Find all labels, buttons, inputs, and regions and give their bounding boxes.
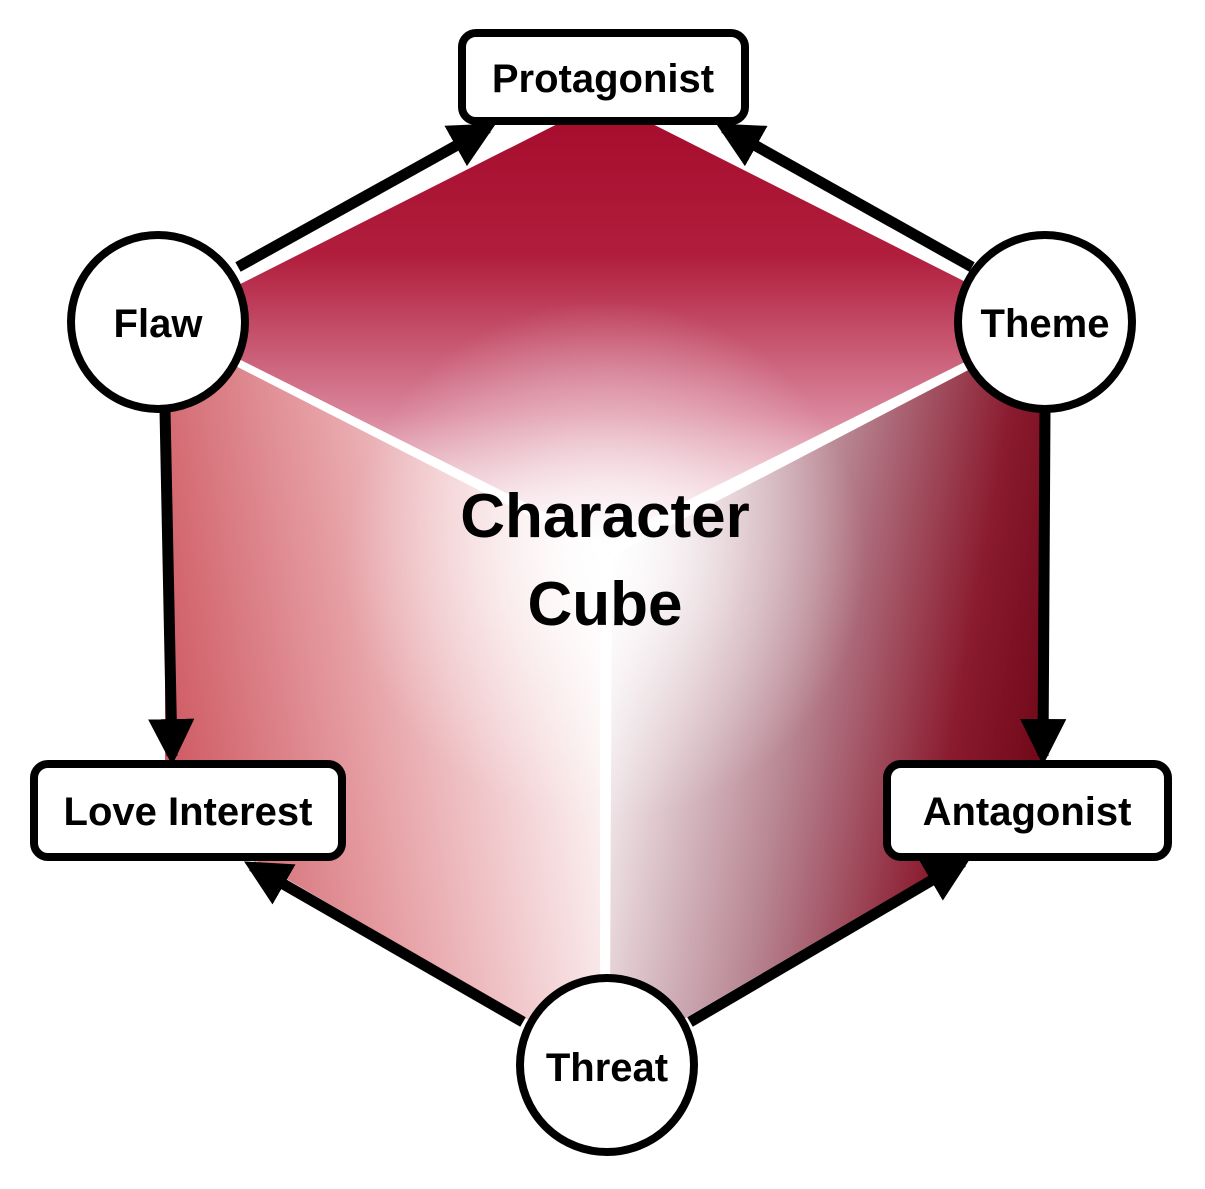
node-love-interest: Love Interest [30, 760, 346, 861]
connectors [148, 123, 1067, 1027]
arrow-flaw-to-love-interest [148, 409, 195, 766]
arrow-threat-to-love-interest [243, 861, 526, 1027]
cube [165, 100, 1045, 1065]
node-antagonist-box [883, 760, 1172, 861]
edge-highlight-bottom [600, 556, 612, 1000]
node-flaw: Flaw [67, 231, 249, 413]
node-love-interest-label: Love Interest [64, 790, 313, 834]
node-theme-label: Theme [981, 302, 1110, 346]
arrow-theme-to-protagonist [715, 123, 975, 272]
node-threat: Threat [516, 974, 698, 1156]
node-theme: Theme [954, 231, 1136, 413]
arrow-theme-to-antagonist [1020, 409, 1067, 766]
node-flaw-circle [67, 231, 249, 413]
node-protagonist-label: Protagonist [492, 57, 714, 101]
center-title-line2: Cube [528, 570, 683, 639]
node-protagonist: Protagonist [458, 29, 749, 125]
node-protagonist-box [458, 29, 749, 125]
node-love-interest-box [30, 760, 346, 861]
node-threat-circle [516, 974, 698, 1156]
node-antagonist-label: Antagonist [923, 790, 1132, 834]
node-threat-label: Threat [546, 1046, 668, 1090]
center-title-line1: Character [460, 482, 749, 551]
node-antagonist: Antagonist [883, 760, 1172, 861]
edge-highlight-left [165, 322, 608, 556]
node-theme-circle [954, 231, 1136, 413]
arrow-flaw-to-protagonist [235, 123, 497, 272]
arrow-threat-to-antagonist [687, 857, 971, 1027]
node-flaw-label: Flaw [114, 302, 204, 346]
edge-highlight-right [608, 322, 1045, 556]
